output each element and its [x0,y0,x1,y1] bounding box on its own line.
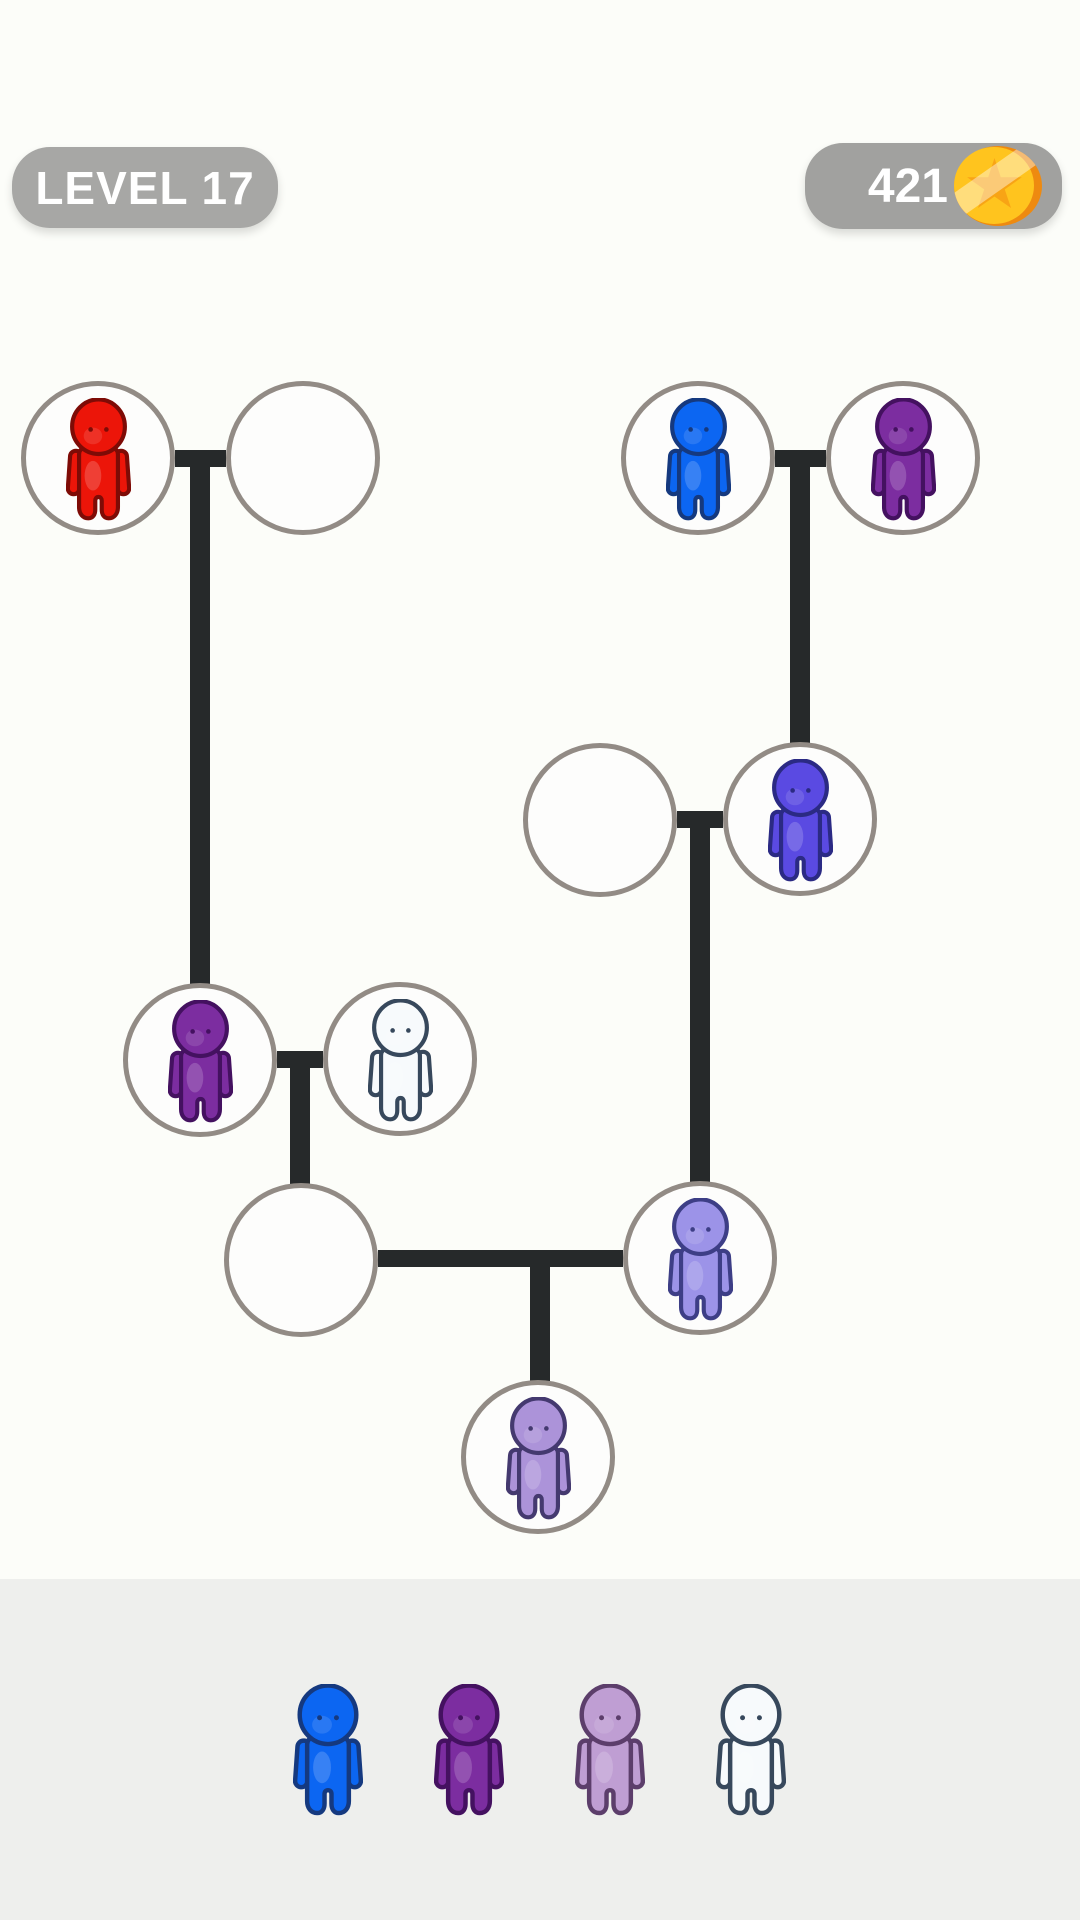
coin-counter: 421 [805,143,1062,229]
person-icon [767,759,833,882]
person-icon [505,1397,571,1520]
slot-parent-b-spouse-empty[interactable] [523,743,677,897]
slot-grandparent-a1-red[interactable] [21,381,175,535]
slot-child-a-empty[interactable] [224,1183,378,1337]
person-icon [65,398,131,521]
slot-grandparent-b2-dark_purple[interactable] [826,381,980,535]
person-icon [574,1682,646,1815]
person-tray [0,1579,1080,1920]
level-badge: LEVEL 17 [12,147,278,228]
family-connector [378,1250,623,1267]
person-icon [367,999,433,1122]
coin-icon [954,146,1042,226]
coin-shine-mask [954,146,1042,226]
slot-parent-a-spouse-white[interactable] [323,982,477,1136]
person-icon [665,398,731,521]
person-icon [667,1198,733,1321]
tray-person-mauve[interactable] [574,1682,646,1817]
person-icon [292,1682,364,1815]
person-icon [715,1682,787,1815]
tray-person-blue[interactable] [292,1682,364,1817]
family-connector [190,450,210,985]
slot-grandparent-a2-empty[interactable] [226,381,380,535]
slot-parent-a-dark_purple[interactable] [123,983,277,1137]
family-connector [790,450,810,744]
family-connector [530,1250,550,1382]
person-icon [433,1682,505,1815]
tray-person-dark_purple[interactable] [433,1682,505,1817]
slot-parent-b-blue_violet[interactable] [723,742,877,896]
coin-count: 421 [867,159,948,213]
tray-person-white[interactable] [715,1682,787,1817]
slot-grandchild-lavender[interactable] [461,1380,615,1534]
level-label: LEVEL 17 [35,161,255,214]
family-connector [690,811,710,1183]
person-icon [167,1000,233,1123]
slot-child-b-periwinkle[interactable] [623,1181,777,1335]
person-icon [870,398,936,521]
coin-shine [954,146,1042,226]
family-connector [290,1051,310,1185]
slot-grandparent-b1-blue[interactable] [621,381,775,535]
